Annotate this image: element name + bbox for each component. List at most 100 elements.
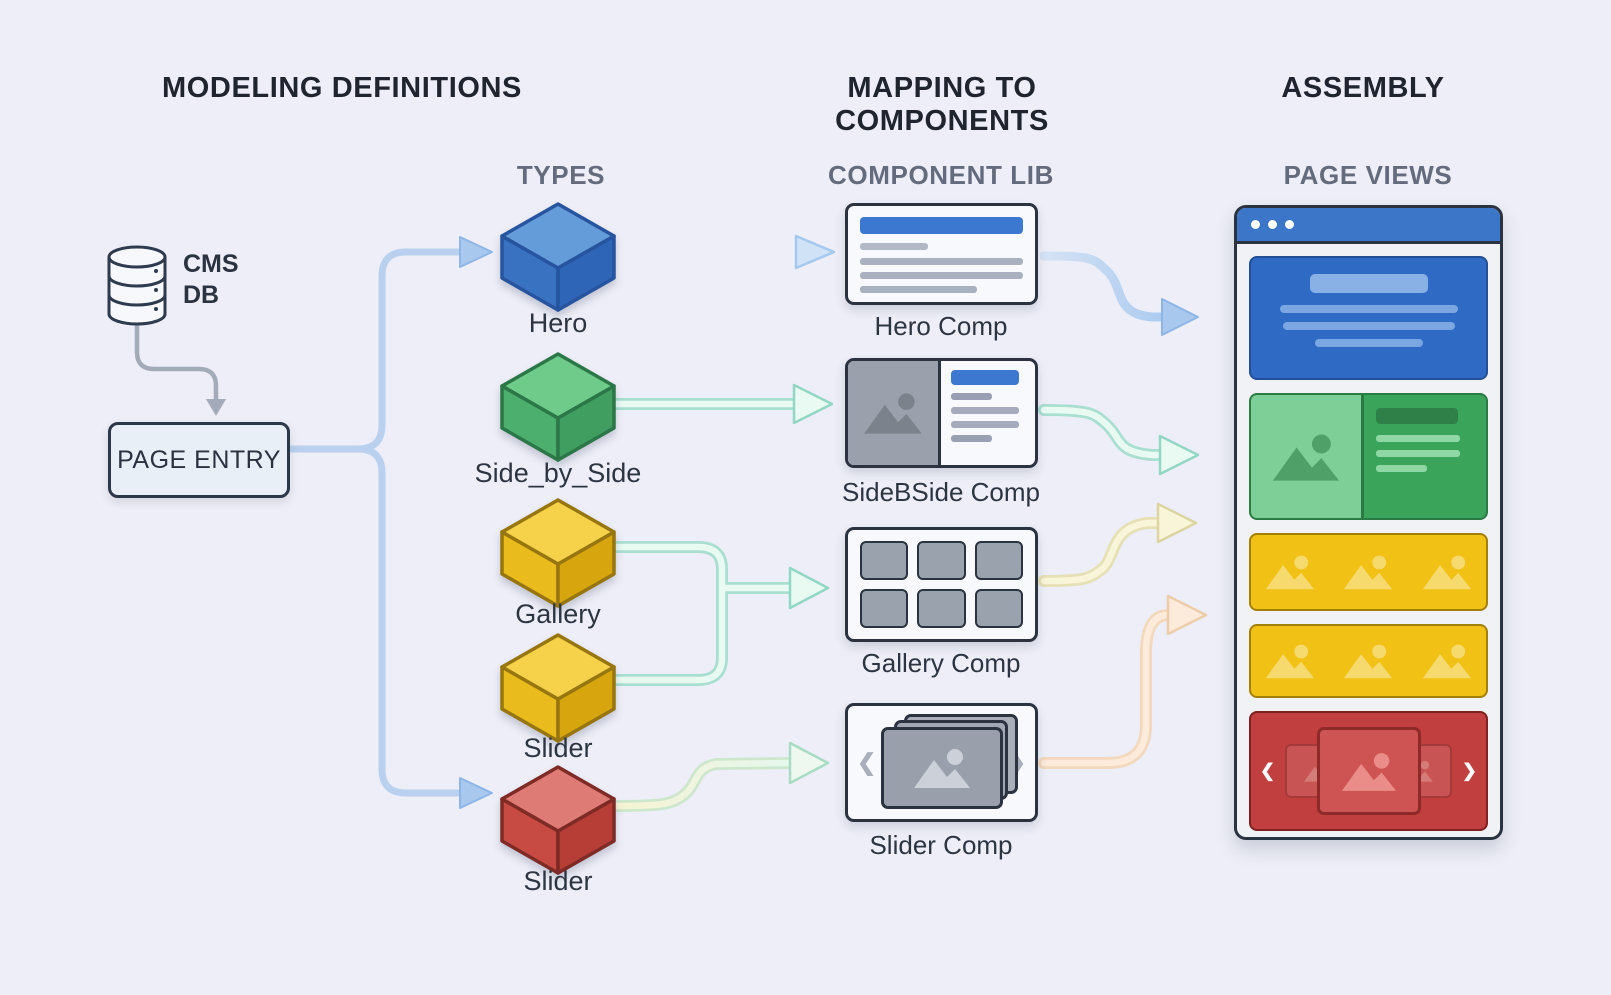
photo-card-front [881,726,1004,809]
text-line-bar [950,435,992,442]
column-header-mapping: MAPPING TO COMPONENTS [835,72,1049,137]
component-label-slider: Slider Comp [869,830,1013,860]
arrow-slider-to-comp [610,759,794,810]
type-cube-gallery [500,498,616,608]
photo-stack [876,713,1019,813]
component-label-hero: Hero Comp [874,311,1008,341]
text-line-bar [1376,465,1428,472]
chevron-right-icon: ❯ [1461,760,1477,781]
page-entry-node: PAGE ENTRY [108,422,290,498]
arrowhead-entry-to-slider [459,777,493,809]
text-line-bar [950,407,1020,414]
gallery-tile [974,589,1023,628]
arrowhead-sbs-to-comp [792,383,834,425]
type-label-slider-yellow: Slider [523,733,593,763]
window-dot [1285,220,1294,229]
component-card-slider: ❮ ❯ [845,703,1038,822]
arrowhead-slidercomp-to-page [1166,594,1208,636]
image-placeholder-icon [1344,644,1393,679]
text-line-bar [1279,305,1458,313]
arrowhead-gallerycomp-to-page [1156,502,1198,544]
gallery-tile [974,541,1023,580]
type-label-side-by-side: Side_by_Side [474,458,642,488]
component-card-sidebside [845,358,1038,468]
arrowhead-db-to-entry [206,399,226,416]
hero-button-bar [1309,274,1428,293]
window-dot [1251,220,1260,229]
title-bar [950,370,1020,385]
arrowhead-sbscomp-to-page [1158,434,1200,476]
text-panel [1364,395,1486,518]
page-section-side-by-side [1249,393,1488,520]
page-section-gallery-2 [1249,624,1488,698]
arrow-gallery-merge [610,543,794,684]
type-cube-slider-yellow [500,633,616,743]
text-line-bar [860,272,1023,279]
page-section-hero [1249,256,1488,380]
type-label-slider-red: Slider [523,866,593,896]
db-label-line2: DB [183,281,220,309]
slide-current [1316,727,1421,815]
text-panel [941,361,1035,465]
arrow-gallerycomp-to-page [1040,519,1162,585]
image-placeholder-icon [1265,555,1315,590]
arrowhead-hero-to-comp [794,234,836,270]
text-line-bar [950,393,992,400]
window-dot [1268,220,1277,229]
type-label-hero: Hero [528,308,588,338]
image-placeholder-icon [1341,752,1396,791]
gallery-tile [917,589,966,628]
chevron-left-icon: ❮ [857,749,877,775]
subheader-component-lib: COMPONENT LIB [828,160,1054,190]
arrow-slidercomp-to-page [1040,611,1172,767]
db-label: CMS DB [183,249,239,311]
text-line-bar [950,421,1020,428]
image-placeholder-icon [1422,644,1471,679]
text-line-bar [860,243,929,250]
component-card-hero [845,203,1038,305]
arrow-herocomp-to-page [1039,251,1167,322]
image-panel [848,361,941,465]
page-entry-label: PAGE ENTRY [117,445,281,474]
text-line-bar [1376,435,1461,442]
page-body: ❮ ❯ [1237,244,1500,837]
hero-title-bar [860,217,1023,234]
text-line-bar [1376,450,1461,457]
arrow-sbscomp-to-page [1040,406,1164,459]
type-cube-slider-red [500,765,616,875]
db-label-line1: CMS [183,250,239,278]
column-header-modeling: MODELING DEFINITIONS [162,72,522,104]
image-panel [1251,395,1365,518]
image-placeholder-icon [864,393,922,434]
component-card-gallery [845,527,1038,642]
text-line-bar [860,286,978,293]
chevron-left-icon: ❮ [1260,760,1276,781]
database-cylinder-icon [107,245,167,326]
text-line-bar [1314,339,1423,347]
arrow-entry-to-hero [354,248,462,453]
image-placeholder-icon [1422,555,1471,590]
image-placeholder-icon [1265,644,1315,679]
text-line-bar [1282,322,1455,330]
arrowhead-herocomp-to-page [1161,298,1199,336]
arrowhead-slider-to-comp [788,741,830,785]
browser-window: ❮ ❯ [1234,205,1503,840]
type-cube-hero [500,202,616,312]
component-label-sidebside: SideBSide Comp [842,477,1040,507]
subheader-types: TYPES [516,160,606,190]
type-cube-side-by-side [500,352,616,462]
page-section-slider: ❮ ❯ [1249,711,1488,831]
arrow-db-to-entry [134,323,219,403]
image-placeholder-icon [1344,555,1393,590]
text-line-bar [860,258,1023,265]
title-bar [1376,408,1459,424]
browser-titlebar [1237,208,1500,244]
arrowhead-entry-to-hero [459,236,493,268]
column-header-assembly: ASSEMBLY [1281,72,1445,104]
gallery-tile [917,541,966,580]
image-placeholder-icon [914,748,971,788]
component-label-gallery: Gallery Comp [861,648,1021,678]
arrow-entry-to-slider [354,445,462,797]
